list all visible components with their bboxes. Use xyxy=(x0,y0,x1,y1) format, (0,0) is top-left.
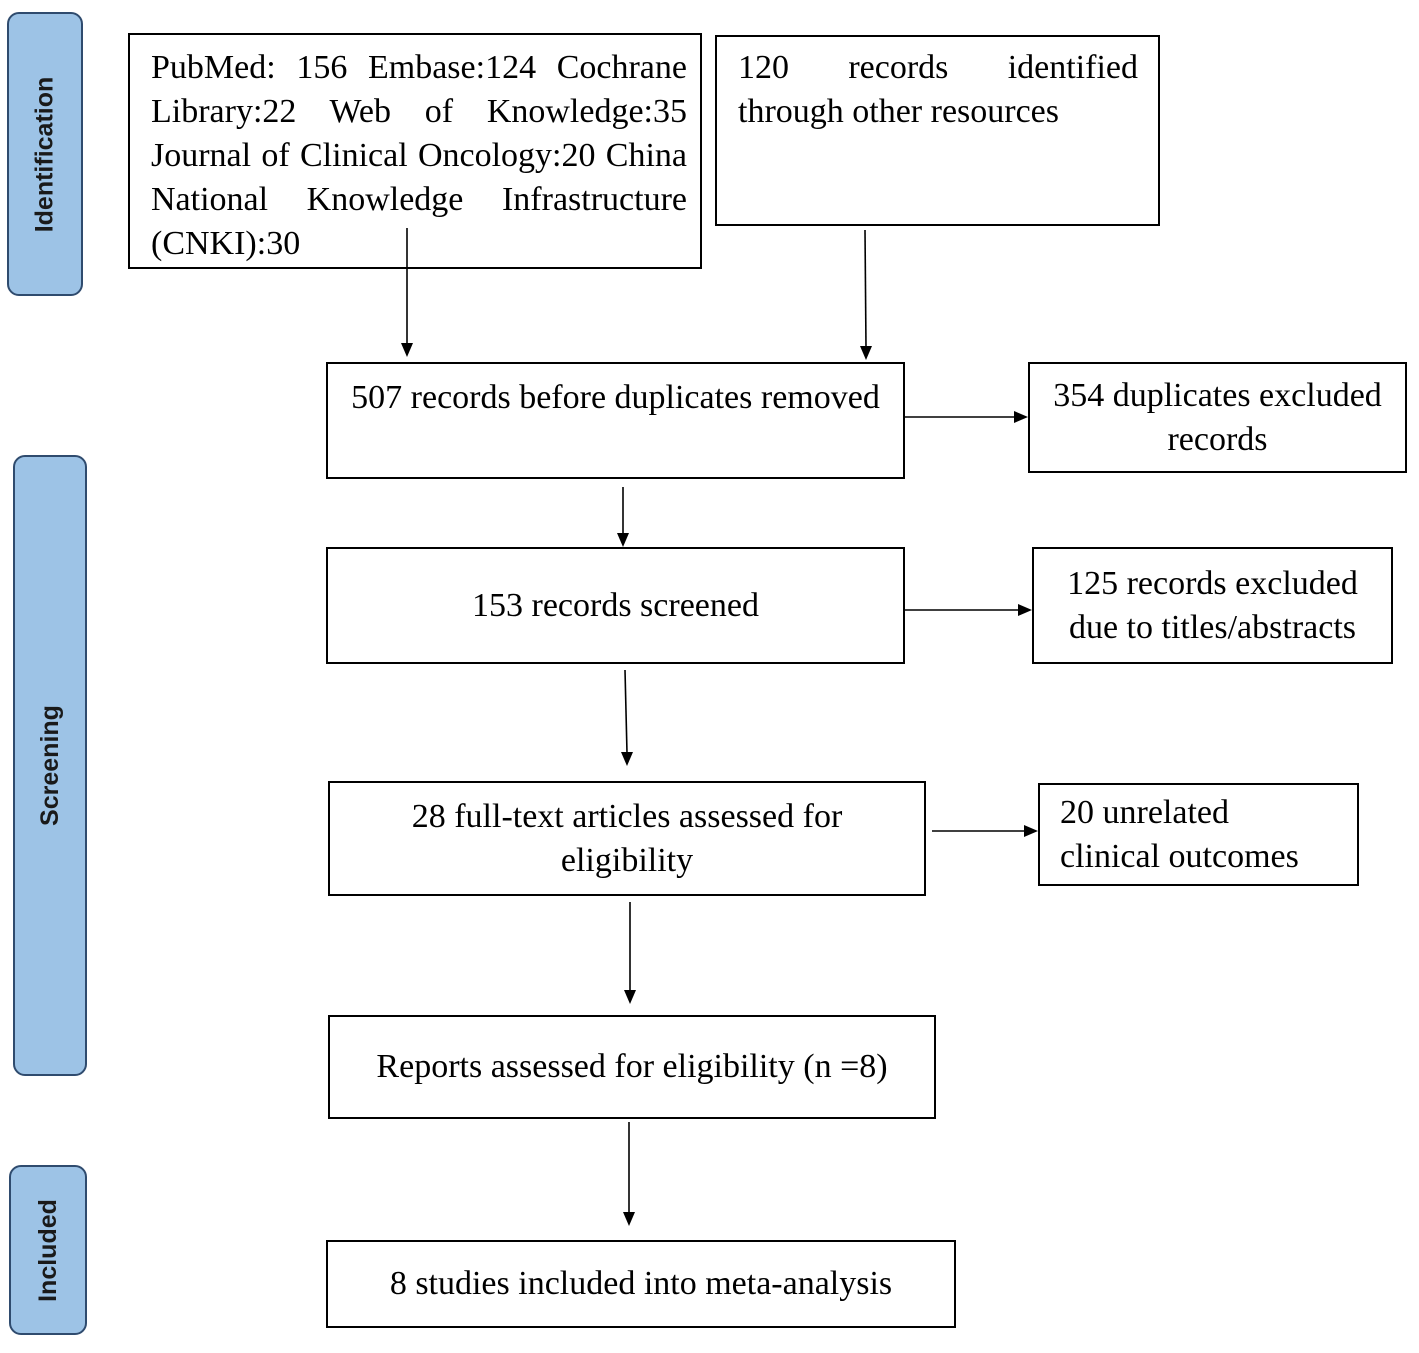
studies-included-box: 8 studies included into meta-analysis xyxy=(326,1240,956,1328)
reports-assessed-text: Reports assessed for eligibility (n =8) xyxy=(376,1048,888,1085)
arrow-before-to-duplicates xyxy=(905,411,1028,423)
full-text-text: 28 full-text articles assessed for eligi… xyxy=(411,797,843,879)
stage-identification: Identification xyxy=(7,12,83,296)
stage-included: Included xyxy=(9,1165,87,1335)
arrow-reports-to-included xyxy=(623,1122,635,1226)
duplicates-excluded-box: 354 duplicates excluded records xyxy=(1028,362,1407,473)
arrow-before-to-screened xyxy=(617,487,629,547)
arrow-screened-to-fulltext xyxy=(621,669,633,766)
full-text-box: 28 full-text articles assessed for eligi… xyxy=(328,781,926,896)
other-sources-text: 120 records identified through other res… xyxy=(738,49,1138,130)
records-screened-text: 153 records screened xyxy=(472,586,759,624)
arrow-screened-to-excluded xyxy=(905,604,1032,616)
excluded-titles-text: 125 records excluded due to titles/abstr… xyxy=(1067,564,1358,646)
stage-included-label: Included xyxy=(33,1198,62,1302)
stage-screening: Screening xyxy=(13,455,87,1076)
unrelated-outcomes-box: 20 unrelated clinical outcomes xyxy=(1038,783,1359,886)
database-search-box: PubMed: 156 Embase:124 Cochrane Library:… xyxy=(128,33,702,269)
excluded-titles-box: 125 records excluded due to titles/abstr… xyxy=(1032,547,1393,664)
arrow-fulltext-to-unrelated xyxy=(932,825,1038,837)
reports-assessed-box: Reports assessed for eligibility (n =8) xyxy=(328,1015,936,1119)
stage-identification-label: Identification xyxy=(30,76,59,232)
stage-screening-label: Screening xyxy=(35,705,64,826)
before-duplicates-box: 507 records before duplicates removed xyxy=(326,362,905,479)
arrow-other-to-before xyxy=(860,229,872,360)
unrelated-outcomes-text: 20 unrelated clinical outcomes xyxy=(1060,793,1299,875)
other-sources-box: 120 records identified through other res… xyxy=(715,35,1160,226)
records-screened-box: 153 records screened xyxy=(326,547,905,664)
arrow-fulltext-to-reports xyxy=(624,902,636,1004)
before-duplicates-text: 507 records before duplicates removed xyxy=(351,379,880,416)
database-search-text: PubMed: 156 Embase:124 Cochrane Library:… xyxy=(151,49,687,262)
duplicates-excluded-text: 354 duplicates excluded records xyxy=(1053,376,1382,458)
studies-included-text: 8 studies included into meta-analysis xyxy=(389,1265,893,1302)
